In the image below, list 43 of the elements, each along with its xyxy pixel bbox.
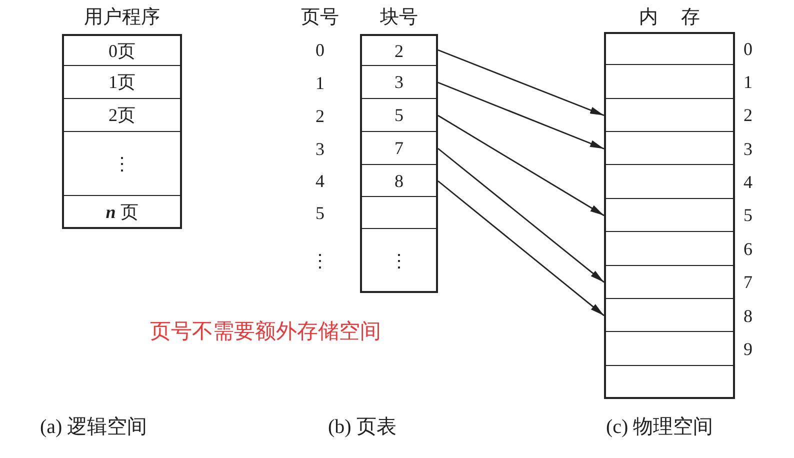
arrow [438,114,604,216]
memory-block [604,98,735,132]
block-number: 5 [394,106,404,124]
column-heading: 内 存 [639,8,700,26]
block-number: 3 [394,73,404,91]
block-number: 7 [394,139,404,157]
frame-number: 6 [744,240,752,258]
arrow [438,180,604,316]
frame-number: 1 [744,73,752,92]
page-number: 4 [316,172,324,190]
page-label: n 页 [106,203,138,221]
column-heading: 块号 [380,8,418,26]
page-number: 2 [316,106,324,124]
annotation-note: 页号不需要额外存储空间 [150,320,381,342]
page-number: 0 [316,41,324,59]
panel-caption: (a) 逻辑空间 [40,417,148,437]
frame-number: 4 [744,173,752,192]
memory-block [604,266,735,299]
page-label: 1页 [108,73,136,91]
ellipsis-mark: ⋮ [113,154,131,172]
ellipsis-mark: ⋮ [311,252,329,270]
arrow [438,82,604,150]
panel-caption: (b) 页表 [328,417,396,437]
page-number: 3 [316,140,324,158]
frame-number: 7 [744,273,752,292]
page-number: 5 [316,204,324,222]
frame-number: 0 [744,40,752,58]
frame-number: 3 [744,140,752,158]
column-heading: 页号 [301,8,339,26]
frame-number: 5 [744,206,752,224]
arrow [438,148,604,283]
frame-number: 9 [744,340,752,358]
column-heading: 用户程序 [84,8,160,26]
page-label: 0页 [108,42,136,60]
panel-caption: (c) 物理空间 [606,417,714,437]
ellipsis-mark: ⋮ [390,252,408,270]
frame-number: 8 [744,306,752,325]
page-number: 1 [316,74,324,92]
block-number: 2 [394,42,404,60]
arrow [438,49,604,116]
block-number: 8 [394,172,404,190]
frame-number: 2 [744,106,752,124]
page-label: 2页 [108,106,136,124]
